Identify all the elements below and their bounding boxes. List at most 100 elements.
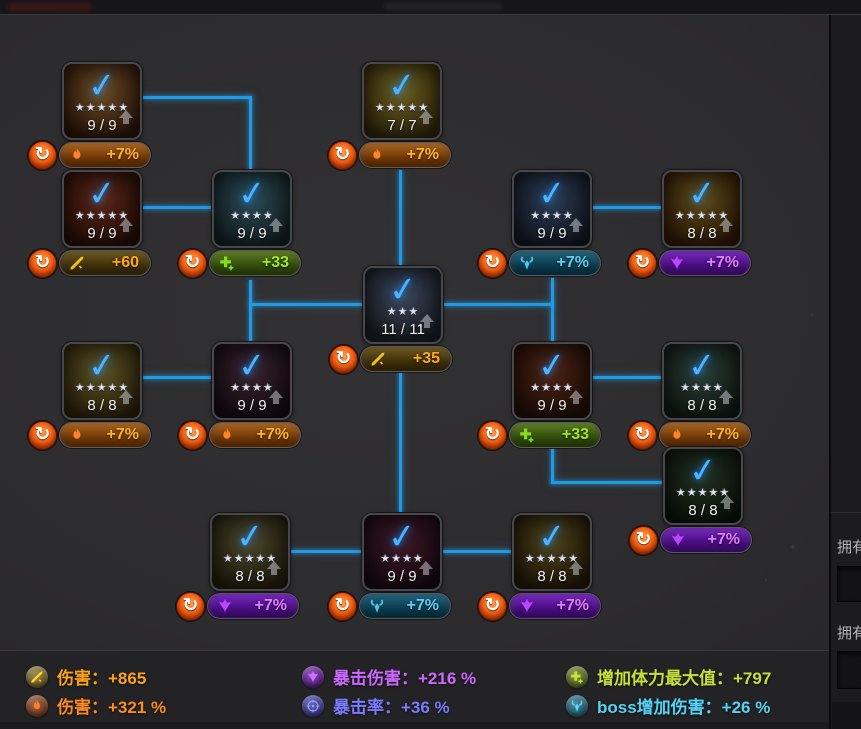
up-arrow-icon [568,218,584,234]
side-panel-slot[interactable] [837,651,861,689]
awaken-count: 8 / 8 [537,568,567,585]
stat-total-item: 暴击率：+36 % [302,691,566,720]
stat-totals: 伤害：+865 伤害：+321 % 暴击伤害：+216 % 暴击率：+36 % … [26,662,771,720]
refresh-button[interactable]: ↻ [328,592,357,621]
topbar-text-smudge [8,3,92,11]
refresh-button[interactable]: ↻ [28,141,57,170]
monster-node-k: ✓ ★★★★ 8 / 8 ↻ +7% [628,342,751,450]
refresh-icon: ↻ [34,144,51,165]
stat-badge: +7% [359,142,451,168]
stat-totals-bar: 伤害：+865 伤害：+321 % 暴击伤害：+216 % 暴击率：+36 % … [0,650,829,729]
stat-total-item: 增加体力最大值：+797 [566,662,771,691]
crit-leaf-icon [670,532,686,548]
monster-portrait[interactable]: ✓ ★★★★ 9 / 9 [512,342,592,420]
star-rating: ★★★★★ [524,553,580,565]
stat-badge: +7% [59,142,151,168]
up-arrow-icon [118,390,134,406]
link-line [551,440,554,484]
refresh-button[interactable]: ↻ [329,345,358,374]
monster-portrait[interactable]: ✓ ★★★★★ 8 / 8 [512,513,592,591]
monster-portrait[interactable]: ✓ ★★★★★ 9 / 9 [62,62,142,140]
refresh-button[interactable]: ↻ [176,592,205,621]
refresh-button[interactable]: ↻ [28,421,57,450]
link-line [250,303,365,306]
monster-portrait[interactable]: ✓ ★★★★★ 9 / 9 [62,170,142,248]
crit-leaf-icon [519,598,535,614]
awaken-count: 8 / 8 [235,568,265,585]
refresh-button[interactable]: ↻ [28,249,57,278]
fire-icon [69,427,85,443]
refresh-button[interactable]: ↻ [478,592,507,621]
awaken-count: 9 / 9 [87,225,117,242]
link-line [399,170,402,268]
stat-badge: +7% [209,422,301,448]
monster-portrait[interactable]: ✓ ★★★★ 9 / 9 [362,513,442,591]
monster-portrait[interactable]: ✓ ★★★★★ 8 / 8 [210,513,290,591]
max-hp-icon [566,665,588,688]
monster-portrait[interactable]: ✓ ★★★★★ 8 / 8 [663,447,743,525]
up-arrow-icon [419,314,435,330]
fire-icon [369,147,385,163]
stat-value: +7% [556,254,589,271]
refresh-button[interactable]: ↻ [328,141,357,170]
stat-badge: +33 [509,422,601,448]
stat-total-item: 暴击伤害：+216 % [302,662,566,691]
refresh-button[interactable]: ↻ [629,526,658,555]
monster-node-b: ✓ ★★★★★ 7 / 7 ↻ +7% [328,62,451,170]
stat-badge: +33 [209,250,301,276]
stat-value: +7% [706,426,739,443]
monster-portrait[interactable]: ✓ ★★★★ 9 / 9 [512,170,592,248]
refresh-icon: ↻ [635,529,652,550]
star-rating: ★★★★ [530,382,574,394]
refresh-button[interactable]: ↻ [478,421,507,450]
awaken-count: 9 / 9 [237,225,267,242]
monster-portrait[interactable]: ✓ ★★★★ 8 / 8 [662,342,742,420]
monster-node-h: ✓ ★★★★★ 8 / 8 ↻ +7% [28,342,151,450]
refresh-icon: ↻ [484,595,501,616]
refresh-icon: ↻ [335,348,352,369]
awaken-count: 9 / 9 [87,117,117,134]
monster-node-a: ✓ ★★★★★ 9 / 9 ↻ +7% [28,62,151,170]
awaken-count: 8 / 8 [688,502,718,519]
refresh-button[interactable]: ↻ [178,421,207,450]
percent-damage-icon [26,694,48,717]
monster-node-n: ✓ ★★★★ 9 / 9 ↻ +7% [328,513,451,621]
refresh-icon: ↻ [184,424,201,445]
monster-portrait[interactable]: ✓ ★★★★★ 8 / 8 [662,170,742,248]
skill-tree-map: ✓ ★★★★★ 9 / 9 ↻ +7% ✓ ★★★★★ 7 / 7 ↻ +7% … [0,15,829,650]
refresh-icon: ↻ [184,252,201,273]
stat-value: +7% [106,426,139,443]
monster-portrait[interactable]: ✓ ★★★ 11 / 11 [363,266,443,344]
refresh-button[interactable]: ↻ [628,421,657,450]
stat-value: +7% [406,597,439,614]
monster-node-c: ✓ ★★★★★ 9 / 9 ↻ +60 [28,170,151,278]
stat-badge: +60 [59,250,151,276]
stat-badge: +7% [659,250,751,276]
monster-node-m: ✓ ★★★★★ 8 / 8 ↻ +7% [176,513,299,621]
star-rating: ★★★★★ [675,487,731,499]
star-rating: ★★★ [386,306,420,318]
monster-portrait[interactable]: ✓ ★★★★ 9 / 9 [212,170,292,248]
star-rating: ★★★★ [530,210,574,222]
boss-ram-icon [519,255,535,271]
sword-icon [69,255,85,271]
monster-node-f: ✓ ★★★★★ 8 / 8 ↻ +7% [628,170,751,278]
stat-value: +7% [556,597,589,614]
monster-portrait[interactable]: ✓ ★★★★ 9 / 9 [212,342,292,420]
stat-total-text: 暴击率：+36 % [333,698,450,717]
monster-portrait[interactable]: ✓ ★★★★★ 8 / 8 [62,342,142,420]
refresh-button[interactable]: ↻ [478,249,507,278]
refresh-button[interactable]: ↻ [628,249,657,278]
hp-plus-icon [219,255,235,271]
stat-total-item: 伤害：+321 % [26,691,302,720]
link-line [551,481,664,484]
stat-value: +7% [256,426,289,443]
awaken-count: 11 / 11 [381,321,425,338]
refresh-button[interactable]: ↻ [178,249,207,278]
stat-value: +35 [412,350,440,367]
stat-badge: +7% [207,593,299,619]
monster-portrait[interactable]: ✓ ★★★★★ 7 / 7 [362,62,442,140]
refresh-icon: ↻ [484,252,501,273]
side-panel-slot[interactable] [837,566,861,602]
